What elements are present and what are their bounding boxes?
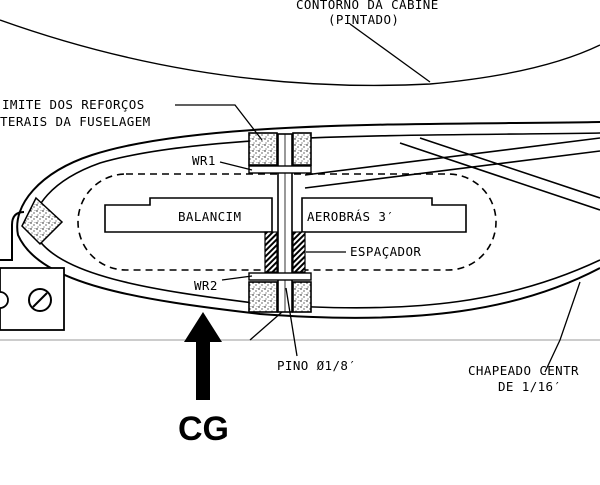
leader-wr1 xyxy=(219,161,253,171)
rod-lower-2 xyxy=(399,142,600,211)
balancim-label: BALANCIM xyxy=(178,209,241,224)
rod-lower-1 xyxy=(419,137,600,199)
hardpoint-bottom-right xyxy=(292,281,312,313)
leader-wr2 xyxy=(221,275,253,281)
rod-upper-1 xyxy=(304,137,600,176)
cg-arrow xyxy=(184,312,222,400)
chapeado-sublabel: DE 1/16′ xyxy=(498,379,561,394)
aerobras-label: AEROBRÁS 3′ xyxy=(307,209,394,224)
leading-edge-block xyxy=(21,196,64,246)
balancim-shape xyxy=(104,197,273,233)
wr1-label: WR1 xyxy=(192,153,216,168)
espacador-label: ESPAÇADOR xyxy=(350,244,421,259)
cabin-contour-label: CONTORNO DA CABINE xyxy=(296,0,439,12)
screw-partial xyxy=(0,291,9,309)
hardpoint-top-right xyxy=(292,132,312,166)
airfoil-outline xyxy=(16,121,600,319)
pino-label: PINO Ø1/8′ xyxy=(277,358,356,373)
leader-fuselage-limit xyxy=(175,104,263,141)
wr2-label: WR2 xyxy=(194,278,218,293)
leader-pino-2 xyxy=(249,311,283,341)
cg-label: CG xyxy=(178,410,229,448)
spacer-right xyxy=(292,231,306,273)
cabin-contour-arc xyxy=(0,19,600,87)
cabin-contour-sublabel: (PINTADO) xyxy=(328,12,399,27)
leader-cabin-contour xyxy=(349,23,431,83)
washer-wr1 xyxy=(248,165,312,174)
chapeado-label: CHAPEADO CENTR xyxy=(468,363,579,378)
fitting-rod xyxy=(0,211,25,261)
rod-upper-2 xyxy=(304,150,600,189)
washer-wr2 xyxy=(248,272,312,281)
screw-slot xyxy=(32,292,48,308)
fuselage-limit-sublabel: TERAIS DA FUSELAGEM xyxy=(0,114,151,129)
fuselage-limit-label: IMITE DOS REFORÇOS xyxy=(2,97,145,112)
spacer-left xyxy=(264,231,278,273)
leader-chapeado xyxy=(544,281,581,373)
hardpoint-top-left xyxy=(248,132,278,166)
hardpoint-bottom-left xyxy=(248,281,278,313)
leader-pino xyxy=(285,287,298,357)
